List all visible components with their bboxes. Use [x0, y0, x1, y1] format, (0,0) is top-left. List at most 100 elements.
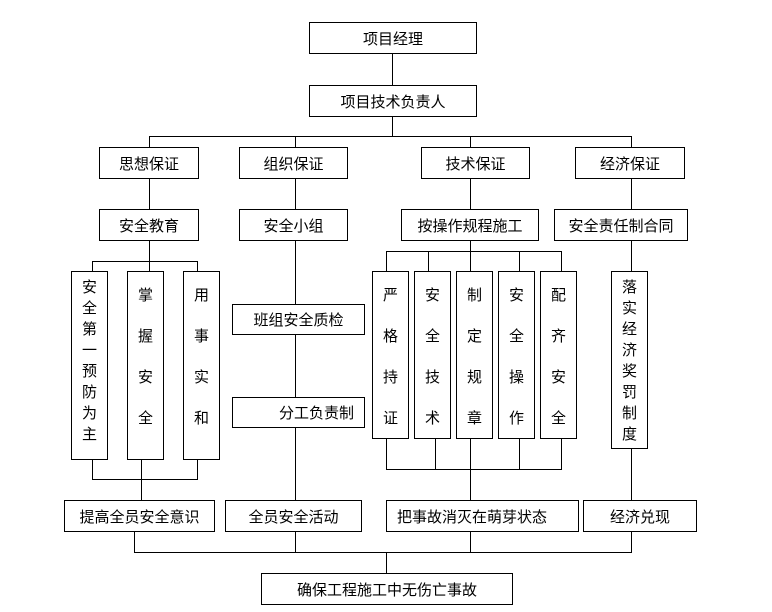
node-label: 思想保证	[118, 154, 179, 173]
vertical-label-char: 安	[424, 286, 440, 304]
vertical-label-char: 配	[550, 286, 566, 304]
vertical-label-char: 为	[81, 404, 97, 422]
node-label: 经济兑现	[609, 507, 670, 526]
node-safe-operation: 安全操作	[498, 271, 535, 439]
connector	[386, 251, 387, 271]
connector	[392, 116, 393, 136]
vertical-label-char: 证	[382, 409, 398, 427]
node-master-safety: 掌握安全	[127, 271, 164, 460]
node-safety-education: 安全教育	[99, 209, 199, 241]
vertical-label-char: 操	[508, 368, 524, 386]
vertical-label-char: 术	[424, 409, 440, 427]
connector	[92, 459, 93, 479]
node-strict-certification: 严格持证	[372, 271, 409, 439]
vertical-label-char: 事	[193, 327, 209, 345]
connector	[561, 438, 562, 469]
connector	[631, 178, 632, 209]
vertical-label-char: 安	[550, 368, 566, 386]
node-label: 提高全员安全意识	[79, 507, 200, 526]
node-label: 安全责任制合同	[568, 216, 674, 235]
vertical-label-char: 掌	[137, 286, 153, 304]
node-safety-contract: 安全责任制合同	[554, 209, 688, 241]
vertical-label-char: 握	[137, 327, 153, 345]
vertical-label-char: 持	[382, 368, 398, 386]
vertical-label-char: 一	[81, 341, 97, 359]
connector	[470, 178, 471, 209]
vertical-label-char: 全	[550, 409, 566, 427]
vertical-label-char: 严	[382, 286, 398, 304]
node-safety-team: 安全小组	[239, 209, 348, 241]
vertical-label-char: 全	[508, 327, 524, 345]
node-label: 分工负责制	[278, 404, 354, 422]
node-team-safety-inspection: 班组安全质检	[232, 304, 365, 335]
node-eliminate-accidents: 把事故消灭在萌芽状态	[386, 500, 579, 532]
node-label: 经济保证	[599, 154, 660, 173]
connector	[470, 136, 471, 147]
connector	[435, 438, 436, 469]
vertical-label-char: 定	[466, 327, 482, 345]
vertical-label-char: 齐	[550, 327, 566, 345]
connector	[295, 531, 296, 552]
connector	[149, 136, 631, 137]
vertical-label-char: 制	[621, 404, 637, 422]
node-division-responsibility: 分工负责制	[232, 397, 365, 428]
node-economic-reward-penalty: 落实经济奖罚制度	[611, 271, 648, 449]
vertical-label-char: 全	[81, 299, 97, 317]
vertical-label-char: 制	[466, 286, 482, 304]
node-economic-assurance: 经济保证	[575, 147, 685, 179]
vertical-label-char: 规	[466, 368, 482, 386]
connector	[295, 427, 296, 500]
vertical-label-char: 罚	[621, 383, 637, 401]
connector	[470, 240, 471, 251]
node-complete-safety: 配齐安全	[540, 271, 577, 439]
node-project-manager: 项目经理	[309, 22, 477, 54]
node-label: 按操作规程施工	[417, 216, 523, 235]
connector	[295, 334, 296, 397]
connector	[386, 552, 387, 573]
connector	[92, 261, 93, 271]
vertical-label-char: 作	[508, 409, 524, 427]
node-safety-first: 安全第一预防为主	[71, 271, 108, 460]
vertical-label-char: 主	[81, 425, 97, 443]
vertical-label-char: 用	[193, 286, 209, 304]
node-safety-activities: 全员安全活动	[225, 500, 362, 532]
connector	[295, 240, 296, 304]
connector	[149, 240, 150, 261]
vertical-label-char: 全	[424, 327, 440, 345]
connector	[149, 261, 150, 271]
node-label: 安全小组	[263, 216, 324, 235]
node-establish-rules: 制定规章	[456, 271, 493, 439]
connector	[92, 479, 198, 480]
node-label: 项目经理	[362, 29, 423, 48]
connector	[386, 251, 562, 252]
vertical-label-char: 度	[621, 425, 637, 443]
node-label: 全员安全活动	[248, 507, 339, 526]
connector	[631, 448, 632, 500]
node-goal-no-casualties: 确保工程施工中无伤亡事故	[261, 573, 513, 605]
connector	[470, 251, 471, 271]
vertical-label-char: 和	[193, 409, 209, 427]
connector	[386, 438, 387, 469]
vertical-label-char: 技	[424, 368, 440, 386]
vertical-label-char: 安	[508, 286, 524, 304]
node-follow-procedures: 按操作规程施工	[401, 209, 539, 241]
connector	[392, 53, 393, 85]
node-label: 确保工程施工中无伤亡事故	[296, 580, 477, 599]
connector	[295, 136, 296, 147]
node-technical-lead: 项目技术负责人	[309, 85, 477, 117]
connector	[197, 459, 198, 479]
node-label: 班组安全质检	[253, 311, 344, 329]
vertical-label-char: 第	[81, 320, 97, 338]
vertical-label-char: 经	[621, 320, 637, 338]
node-safety-technology: 安全技术	[414, 271, 451, 439]
connector	[149, 178, 150, 209]
connector	[519, 251, 520, 271]
connector	[561, 251, 562, 271]
node-organizational-assurance: 组织保证	[239, 147, 348, 179]
connector	[149, 136, 150, 147]
connector	[631, 240, 632, 271]
node-label: 项目技术负责人	[340, 92, 446, 111]
connector	[134, 552, 632, 553]
connector	[197, 261, 198, 271]
